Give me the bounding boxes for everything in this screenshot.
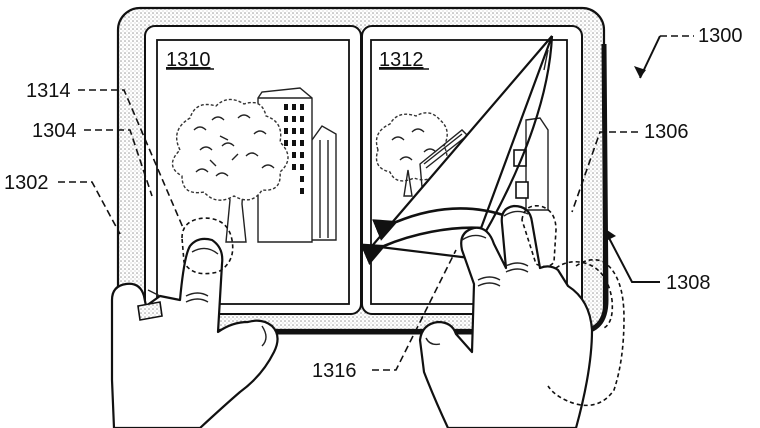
left-page-label: 1310 (166, 49, 211, 71)
housing-label: 1302 (4, 172, 49, 194)
right-page-label: 1312 (379, 49, 424, 71)
right-bezel-label: 1306 (644, 121, 689, 143)
page-flip-label: 1316 (312, 360, 357, 382)
left-bezel-label: 1304 (32, 120, 77, 142)
left-touch-label: 1314 (26, 80, 71, 102)
edge-touch-label: 1308 (666, 272, 711, 294)
device-label: 1300 (698, 25, 743, 47)
